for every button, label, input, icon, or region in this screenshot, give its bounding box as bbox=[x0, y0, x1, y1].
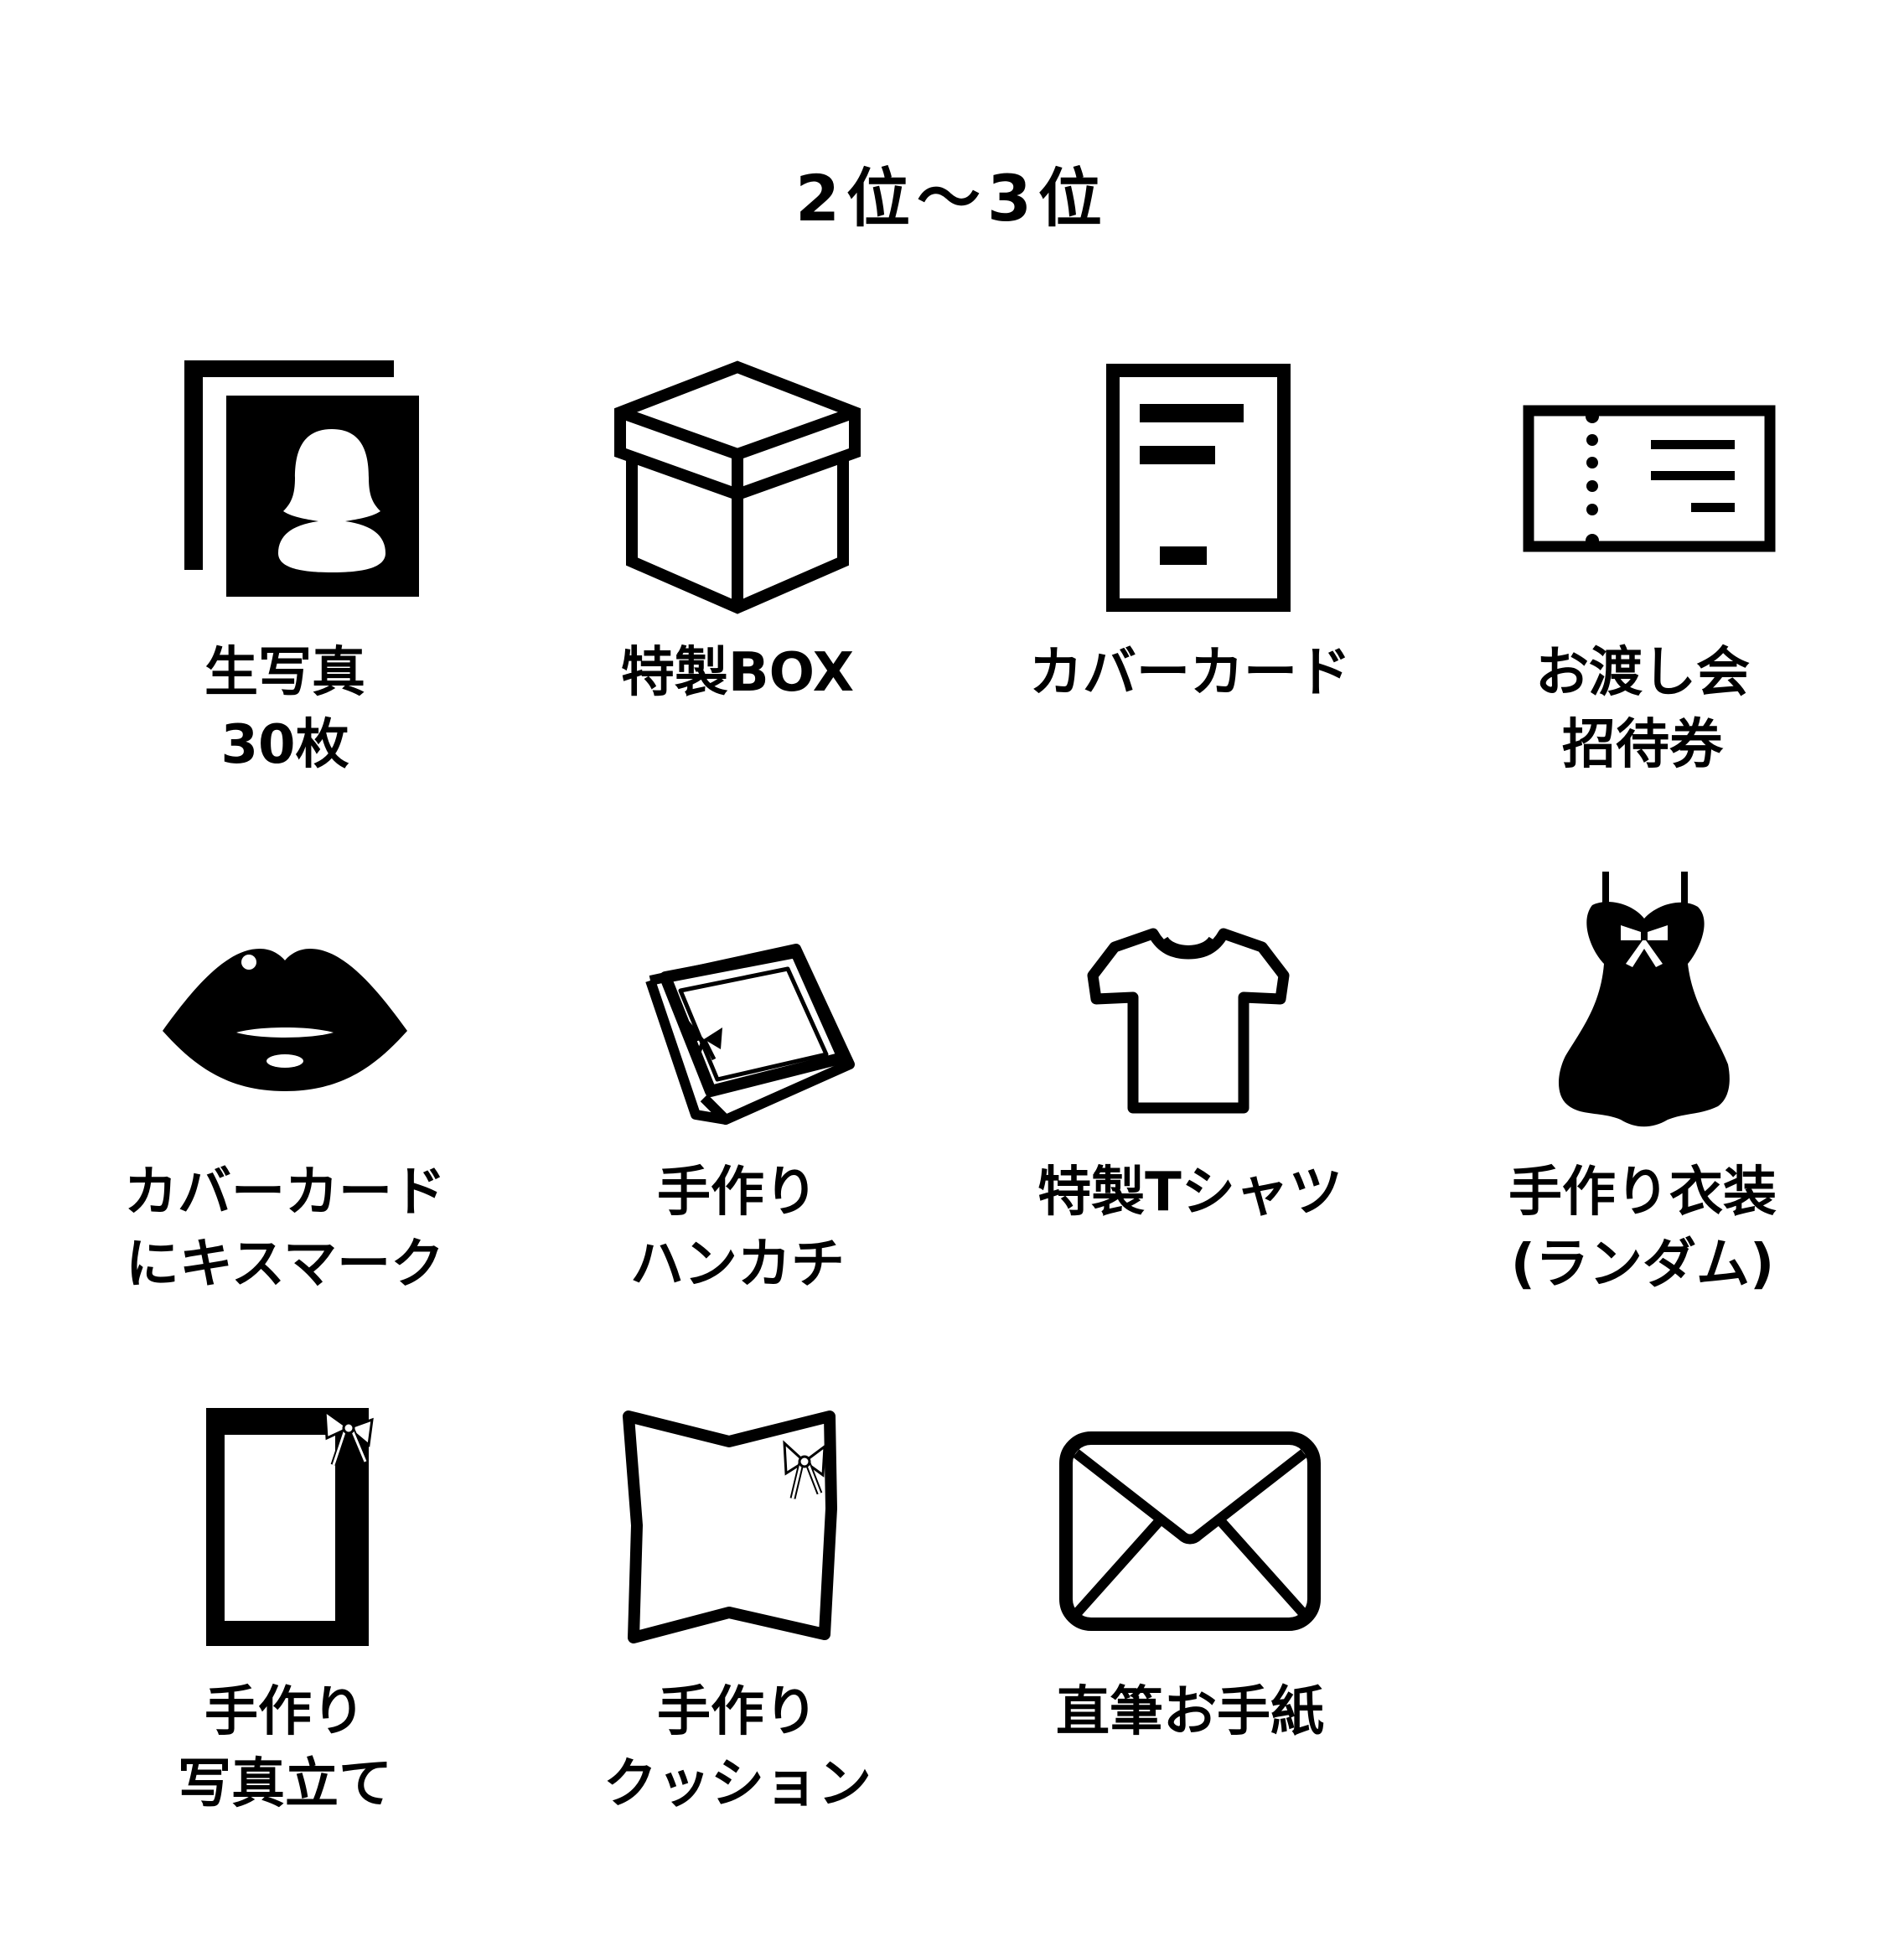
item-label-line: 手作り衣装 bbox=[1508, 1162, 1777, 1224]
item-label-line: 特製Tシャツ bbox=[1037, 1162, 1343, 1224]
item-label-line: (ランダム) bbox=[1510, 1234, 1775, 1296]
item-label-line: 生写真 bbox=[204, 642, 365, 704]
item-label-line: ハンカチ bbox=[630, 1234, 845, 1296]
item-label-line: 手作り bbox=[204, 1681, 365, 1743]
item-label-line: カバーカード bbox=[124, 1162, 446, 1224]
item-label-line: 手作り bbox=[657, 1162, 818, 1224]
tshirt-icon bbox=[980, 872, 1400, 1148]
photo-stack-icon bbox=[75, 352, 494, 629]
item-label-line: 直筆お手紙 bbox=[1056, 1681, 1324, 1743]
ticket-icon bbox=[1433, 352, 1852, 629]
photo-frame-icon bbox=[75, 1391, 494, 1668]
item-label-line: クッション bbox=[603, 1753, 872, 1815]
item-label-line: 30枚 bbox=[220, 714, 349, 776]
item-label-line: 招待券 bbox=[1562, 714, 1723, 776]
item-label-line: 手作り bbox=[657, 1681, 818, 1743]
lips-icon bbox=[75, 872, 494, 1148]
envelope-icon bbox=[980, 1391, 1400, 1668]
item-label-line: お渡し会 bbox=[1535, 642, 1750, 704]
item-label-line: にキスマーク bbox=[125, 1234, 445, 1296]
item-label-line: カバーカード bbox=[1029, 642, 1351, 704]
page-title: 2位～3位 bbox=[795, 161, 1109, 236]
dress-icon bbox=[1433, 872, 1852, 1148]
handkerchief-icon bbox=[528, 872, 947, 1148]
gift-box-icon bbox=[528, 352, 947, 629]
cushion-icon bbox=[528, 1391, 947, 1668]
item-label-line: 特製BOX bbox=[620, 642, 855, 704]
item-label-line: 写真立て bbox=[178, 1753, 392, 1815]
card-icon bbox=[980, 352, 1400, 629]
